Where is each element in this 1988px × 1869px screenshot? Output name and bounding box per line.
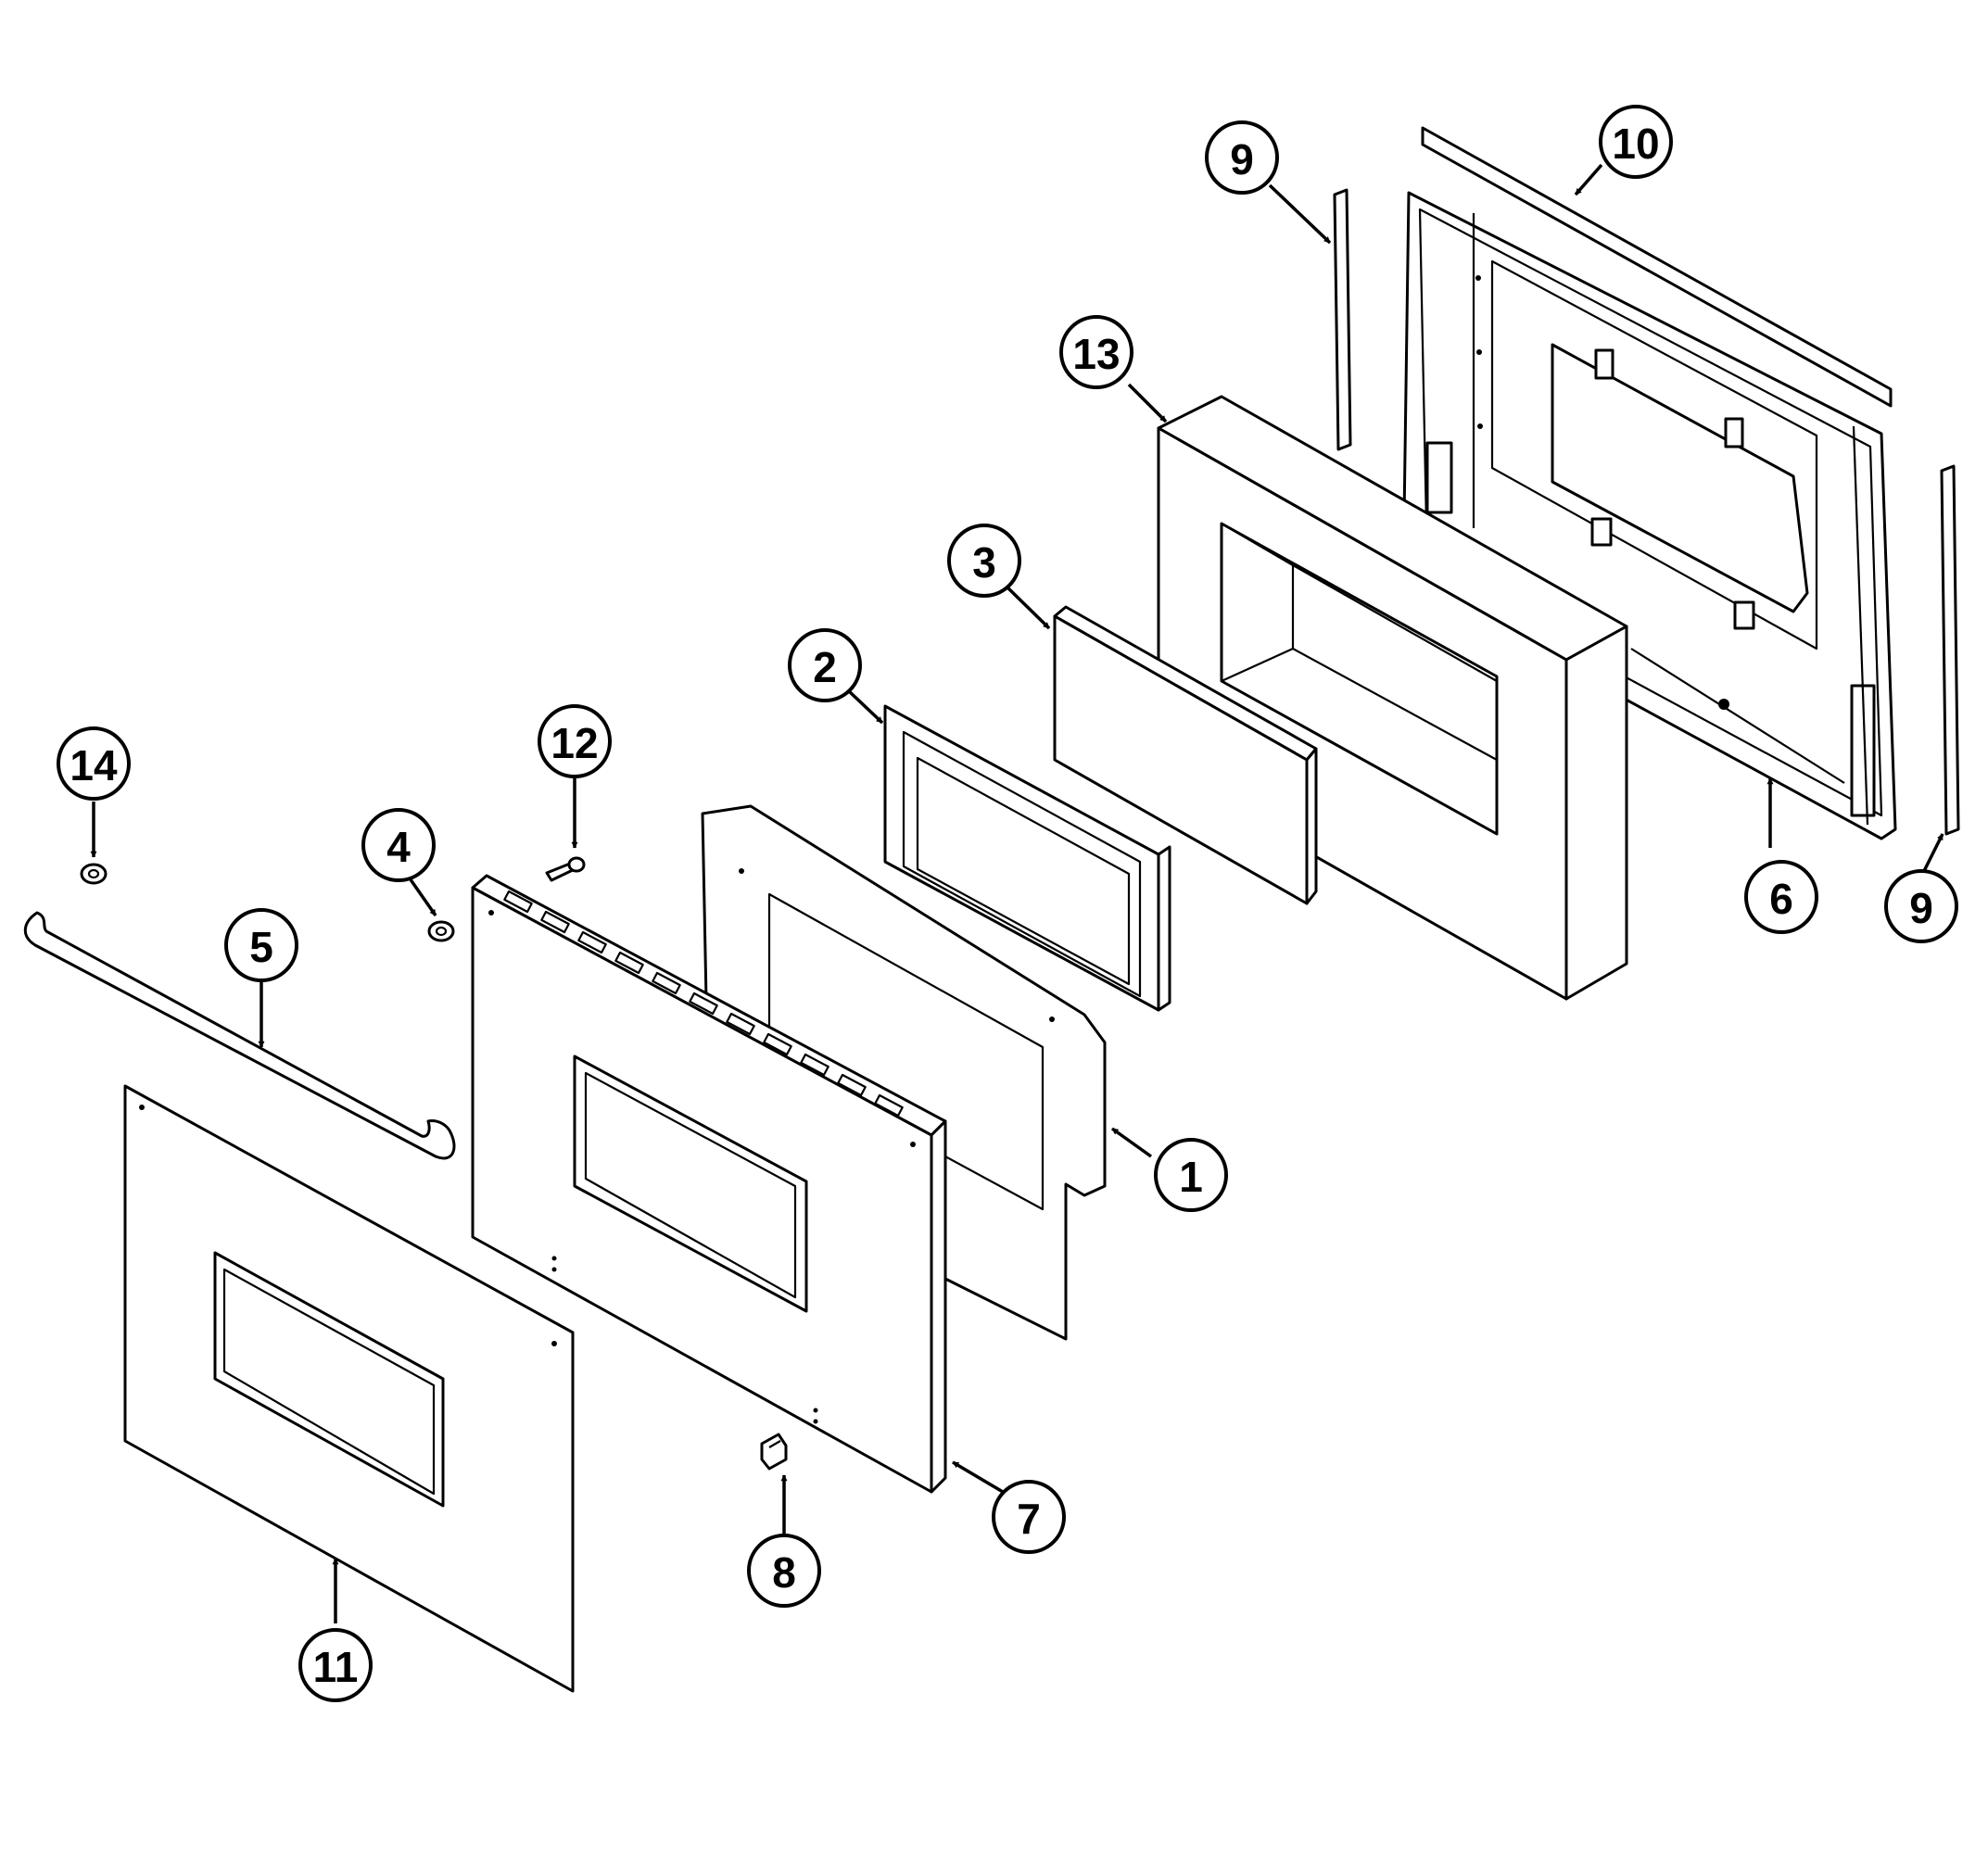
callout-9-right: 9 [1884, 869, 1958, 943]
part-11-outer-glass-panel [123, 1084, 575, 1693]
callout-1: 1 [1154, 1138, 1228, 1212]
callout-4: 4 [361, 808, 436, 882]
part-10-top-seal-strip [1421, 126, 1893, 408]
leader-10 [1574, 163, 1603, 196]
callout-12-label: 12 [551, 719, 598, 767]
leader-9a [1268, 183, 1332, 245]
leader-lines [90, 163, 1944, 1623]
callout-5: 5 [224, 908, 298, 982]
part-7-door-frame [471, 874, 947, 1494]
callout-14: 14 [57, 726, 131, 801]
callout-7: 7 [992, 1480, 1066, 1554]
part-2-glass-frame [883, 704, 1171, 1012]
leader-13 [1127, 383, 1168, 423]
leader-2 [846, 688, 884, 725]
callout-11: 11 [298, 1628, 373, 1702]
part-9-right-side-strip [1940, 464, 1960, 836]
part-4-nut [427, 920, 455, 942]
callout-3: 3 [947, 524, 1021, 598]
callout-7-label: 7 [1017, 1495, 1041, 1543]
part-5-handle [23, 911, 456, 1160]
callout-13-label: 13 [1072, 330, 1120, 378]
callout-1-label: 1 [1179, 1153, 1203, 1201]
leader-4 [406, 874, 437, 917]
callout-14-label: 14 [70, 741, 118, 789]
leader-3 [1004, 584, 1051, 630]
callout-3-label: 3 [972, 538, 996, 587]
callout-13: 13 [1059, 315, 1133, 389]
callout-2: 2 [788, 628, 862, 702]
callout-6: 6 [1744, 860, 1818, 934]
callout-9-right-label: 9 [1909, 884, 1933, 932]
part-14-nut [80, 863, 108, 885]
callout-8: 8 [747, 1534, 821, 1608]
leader-1 [1110, 1127, 1153, 1158]
part-9-left-side-strip [1333, 188, 1352, 451]
callout-8-label: 8 [772, 1548, 796, 1597]
callout-11-label: 11 [313, 1643, 359, 1691]
callout-9-top: 9 [1205, 120, 1279, 195]
callout-6-label: 6 [1769, 875, 1793, 923]
callout-2-label: 2 [813, 643, 837, 691]
part-6-inner-door-panel [1402, 191, 1897, 840]
callout-12: 12 [538, 704, 612, 778]
callout-10: 10 [1599, 105, 1673, 179]
leader-7 [952, 1460, 1004, 1494]
callout-4-label: 4 [386, 823, 411, 871]
vent-slots-upper [503, 890, 904, 1118]
callout-9-top-label: 9 [1230, 135, 1254, 183]
part-12-screw [545, 856, 586, 882]
callout-10-label: 10 [1612, 120, 1659, 168]
part-3-glass-panel [1053, 605, 1318, 905]
part-13-insulation-box [1157, 395, 1628, 1001]
callout-5-label: 5 [249, 923, 273, 971]
part-8-clip [760, 1433, 788, 1471]
